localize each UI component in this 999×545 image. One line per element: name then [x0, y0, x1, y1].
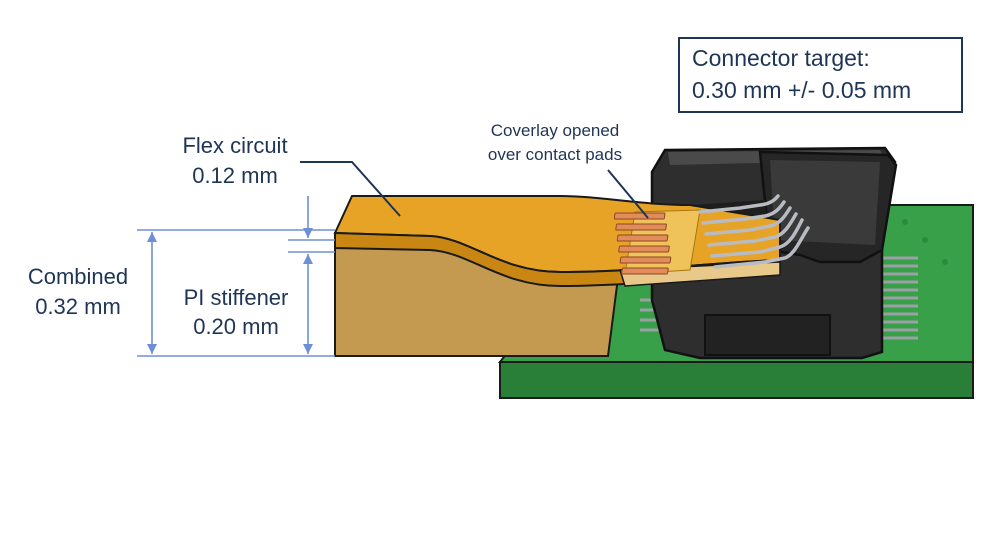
target-label-line1: Connector target:	[692, 45, 870, 71]
coverlay-label-2: over contact pads	[488, 145, 622, 164]
connector-contacts	[698, 194, 810, 269]
stiffener-thickness: 0.20 mm	[193, 314, 279, 339]
flex-circuit-thickness: 0.12 mm	[192, 163, 278, 188]
stiffener-label: PI stiffener	[184, 285, 289, 310]
combined-thickness: 0.32 mm	[35, 294, 121, 319]
target-label-line2: 0.30 mm +/- 0.05 mm	[692, 77, 911, 103]
leader-lines	[300, 161, 649, 219]
flex-circuit-label: Flex circuit	[182, 133, 287, 158]
dimension-lines	[137, 196, 335, 357]
connector-target-box: Connector target: 0.30 mm +/- 0.05 mm	[678, 37, 963, 113]
copper-contact-pads	[613, 212, 672, 275]
combined-label: Combined	[28, 264, 128, 289]
coverlay-label: Coverlay opened	[491, 121, 620, 140]
